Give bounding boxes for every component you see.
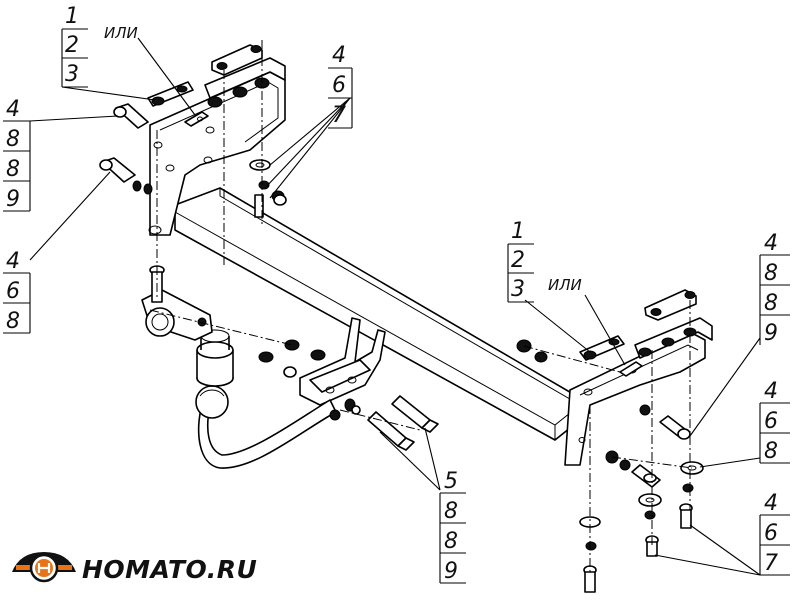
callout-number: 8 [764, 291, 778, 316]
callout-number: 4 [6, 97, 20, 122]
bolts-lower-5 [329, 395, 439, 451]
right-clamp-plates [579, 289, 697, 377]
callout-number: 4 [764, 379, 778, 404]
draw-bar-with-ball [195, 385, 337, 469]
callout-number: 8 [764, 261, 778, 286]
callout-left-upper: 4 8 8 9 [3, 97, 31, 212]
logo-text: HOMATO.RU [82, 555, 257, 584]
callout-number: 6 [764, 409, 778, 434]
callout-right-washer: 4 6 8 [759, 379, 790, 464]
leader-lines [29, 37, 761, 576]
callout-number: 8 [6, 127, 20, 152]
alternative-label: ИЛИ [104, 24, 138, 42]
callout-center-top: 4 6 7 [328, 43, 353, 129]
callout-right-main: 1 2 3 ИЛИ [507, 219, 582, 303]
receiver-plate [299, 317, 386, 406]
callout-left-lower: 4 6 8 [3, 249, 31, 334]
callout-number: 4 [764, 491, 778, 516]
callout-number: 4 [6, 249, 20, 274]
callout-number: 2 [65, 33, 79, 58]
callout-bottom-right: 4 6 7 [759, 491, 790, 576]
callout-right-upper: 4 8 8 9 [759, 231, 790, 346]
callout-number: 6 [764, 521, 778, 546]
callout-number: 3 [511, 277, 525, 302]
logo-emblem-icon [12, 552, 76, 583]
left-mounting-bracket [148, 57, 286, 236]
callout-number: 5 [444, 469, 458, 494]
callout-number: 7 [332, 103, 346, 128]
washers-center-top [249, 159, 287, 218]
callout-number: 7 [764, 551, 778, 576]
homato-logo: HOMATO.RU [12, 552, 257, 584]
right-mounting-bracket [564, 317, 713, 466]
callout-number: 9 [764, 321, 778, 346]
callout-number: 8 [6, 157, 20, 182]
nuts-right-upper [516, 339, 548, 363]
callout-number: 4 [332, 43, 346, 68]
callout-number: 8 [444, 529, 458, 554]
callout-bottom-bolts: 5 8 8 9 [439, 469, 466, 584]
bolts-right-vertical [579, 503, 693, 593]
nuts-center-left [258, 339, 326, 378]
callout-number: 6 [332, 73, 346, 98]
callout-number: 9 [6, 187, 20, 212]
callout-top-left: 1 2 3 ИЛИ [61, 4, 138, 88]
callout-number: 9 [444, 559, 458, 584]
callout-number: 8 [764, 439, 778, 464]
bolt-right-upper [639, 404, 691, 440]
callout-number: 8 [444, 499, 458, 524]
ball-cap [196, 329, 234, 387]
callout-number: 6 [6, 279, 20, 304]
bolt-left-lower [99, 157, 153, 195]
assembly-axes [149, 40, 693, 575]
callout-number: 1 [65, 4, 79, 29]
alternative-label: ИЛИ [548, 276, 582, 294]
callout-number: 8 [6, 309, 20, 334]
callout-number: 4 [764, 231, 778, 256]
callout-number: 3 [65, 62, 79, 87]
cross-beam [174, 187, 581, 441]
callout-number: 1 [511, 219, 525, 244]
bolt-left-upper [113, 103, 149, 129]
left-clamp-plates [147, 44, 263, 127]
callout-number: 2 [511, 248, 525, 273]
